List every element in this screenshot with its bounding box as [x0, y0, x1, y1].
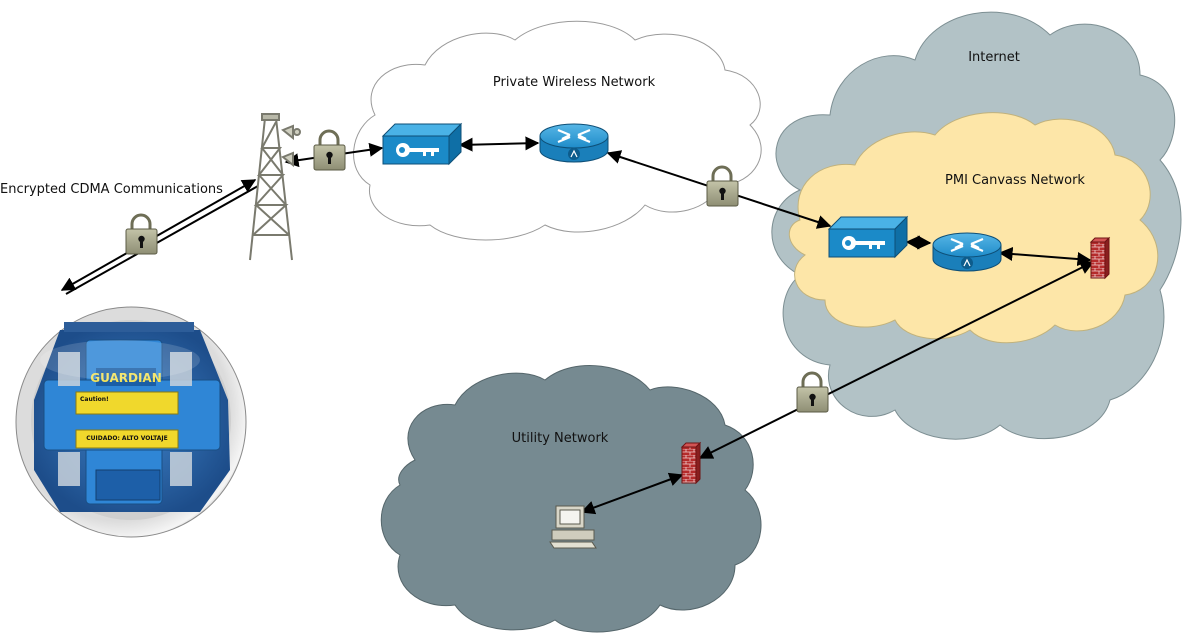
router-icon [932, 232, 1002, 272]
cdma-link-line-b [65, 185, 259, 295]
private-wireless-label: Private Wireless Network [493, 75, 656, 90]
vpn-router-link [458, 136, 540, 152]
meter-cuidado-title: CUIDADO: ALTO VOLTAJE [86, 435, 168, 442]
cell-tower-icon [249, 113, 301, 261]
internet-label: Internet [968, 50, 1020, 65]
firewall-firewall-link [698, 261, 1095, 459]
pmi-canvass-label: PMI Canvass Network [945, 173, 1085, 188]
vpn-key-appliance-icon [827, 215, 909, 259]
router-icon [539, 123, 609, 163]
pmi-router-firewall-link [998, 246, 1092, 267]
encrypted-cdma-label: Encrypted CDMA Communications [0, 182, 223, 197]
padlock-icon [125, 213, 158, 255]
meter-brand: GUARDIAN [90, 371, 162, 385]
vpn-key-appliance-icon [381, 122, 463, 166]
padlock-icon [796, 371, 829, 413]
meter-caution-title: Caution! [80, 396, 109, 403]
cdma-link-line-a [60, 179, 257, 291]
utility-label: Utility Network [512, 431, 609, 446]
padlock-icon [706, 165, 739, 207]
pmi-vpn-router-link [905, 235, 932, 250]
electric-meter-photo: GUARDIAN Caution! CUIDADO: ALTO VOLTAJE [15, 306, 247, 538]
firewall-computer-link [580, 472, 684, 515]
brick-firewall-icon [680, 441, 702, 485]
padlock-icon [313, 129, 346, 171]
desktop-computer-icon [549, 505, 597, 549]
utility-cloud [380, 365, 762, 633]
brick-firewall-icon [1089, 236, 1111, 280]
